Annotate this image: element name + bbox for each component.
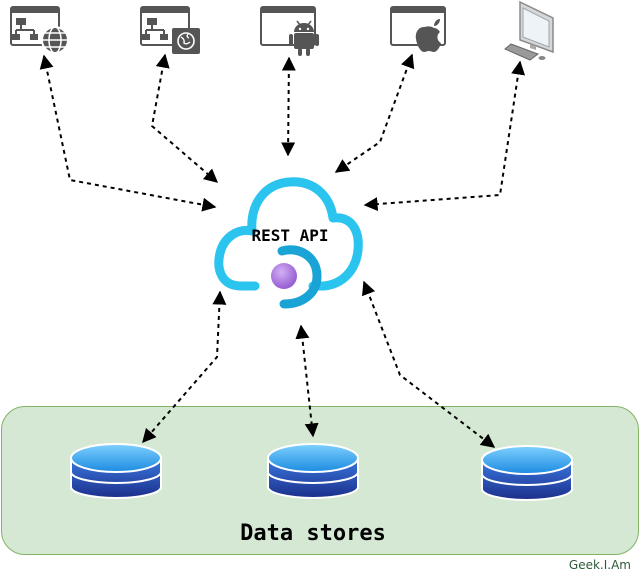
connector-api-to-store-2	[295, 324, 319, 438]
connector-apple-to-api	[334, 53, 415, 173]
rest-api-label: REST API	[251, 226, 329, 245]
api-orb-icon	[271, 263, 297, 289]
database-icon	[267, 443, 359, 499]
desktop-computer-icon	[504, 0, 554, 61]
connector-web-app-to-api	[39, 54, 217, 212]
data-stores-label: Data stores	[240, 521, 386, 546]
database-icon	[70, 443, 162, 499]
connector-web-app-small-to-api	[150, 53, 219, 183]
database-icon	[481, 445, 573, 501]
web-app-globe-small-icon	[140, 6, 200, 54]
connector-desktop-to-api	[363, 60, 526, 212]
connector-api-to-store-3	[362, 280, 496, 448]
connector-android-to-api	[281, 56, 296, 157]
rest-api-cloud-icon	[214, 177, 363, 309]
watermark: Geek.I.Am	[568, 558, 631, 572]
android-app-icon	[260, 6, 319, 56]
web-app-globe-icon	[10, 6, 69, 54]
connector-api-to-store-1	[142, 290, 227, 444]
apple-app-icon	[390, 6, 446, 52]
